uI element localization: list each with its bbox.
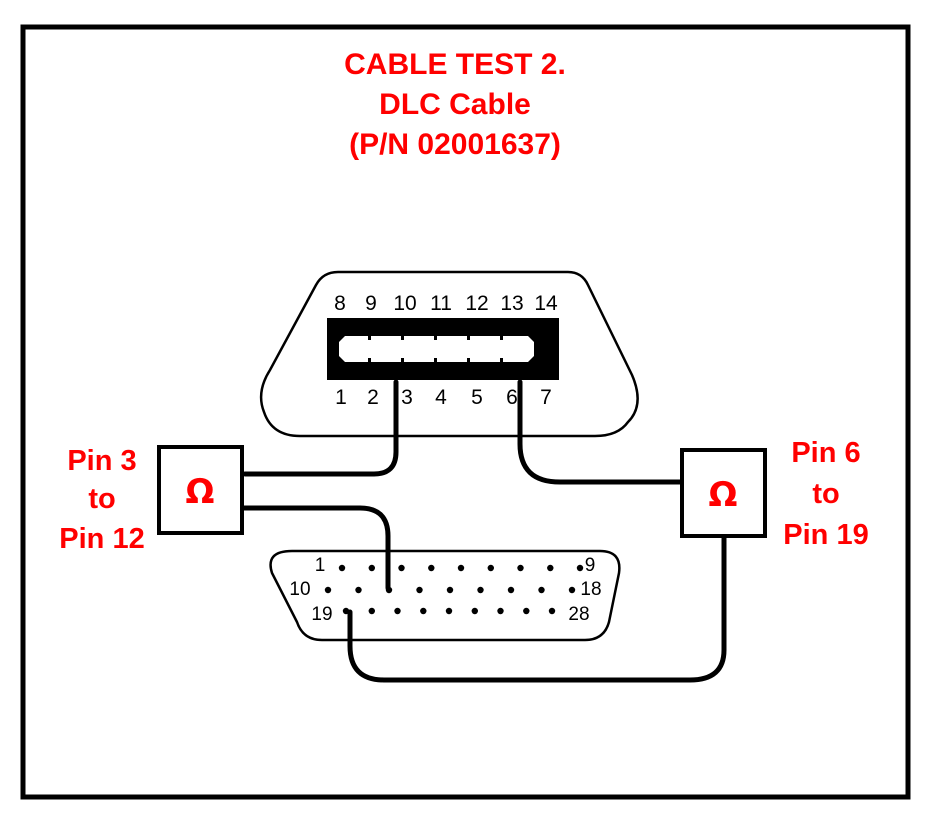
- dlc-pin-7: 7: [540, 386, 552, 409]
- db-pin-dot: [446, 586, 454, 594]
- dlc-pin-3: 3: [401, 386, 413, 409]
- db-pin-10: 10: [289, 579, 310, 600]
- left-test-label-line-1: Pin 3: [67, 445, 136, 477]
- right-test-label-line-3: Pin 19: [783, 519, 868, 551]
- ohmmeter-icon: Ω: [186, 472, 215, 512]
- wire-left-meter-to-pin12: [221, 505, 391, 591]
- db-pin-19: 19: [311, 604, 332, 625]
- db-pin-dot: [428, 564, 435, 572]
- left-test-label-line-2: to: [88, 483, 115, 515]
- dlc-pin-9: 9: [365, 292, 377, 315]
- db-pin-dot: [420, 607, 427, 615]
- db-pin-dot: [398, 564, 405, 572]
- db-pin-dot: [416, 586, 423, 594]
- dlc-connector-slot: [339, 336, 534, 362]
- db-pin-18: 18: [580, 579, 601, 600]
- dlc-pin-6: 6: [506, 386, 518, 409]
- db-pin-dot: [471, 607, 478, 615]
- db-pin-dot: [538, 586, 545, 594]
- title-line-2: DLC Cable: [379, 88, 531, 121]
- db-pin-dot: [368, 607, 375, 615]
- dlc-pin-2: 2: [367, 386, 379, 409]
- db-pin-dot: [576, 564, 584, 572]
- db-pin-28: 28: [568, 604, 589, 625]
- db-pin-dot: [487, 564, 494, 572]
- title-line-1: CABLE TEST 2.: [344, 48, 566, 81]
- db-pin-dot: [394, 607, 401, 615]
- db-pin-dot: [445, 607, 453, 615]
- wire-pin3-to-left-meter: [242, 379, 399, 477]
- db-pin-dot: [338, 564, 346, 572]
- db-pin-dot: [368, 564, 375, 572]
- db-pin-dot: [355, 586, 362, 594]
- dlc-pin-11: 11: [430, 292, 452, 315]
- db-connector-pins: [324, 564, 584, 615]
- db-pin-1: 1: [315, 555, 326, 576]
- dlc-pin-13: 13: [500, 292, 523, 315]
- dlc-pin-10: 10: [393, 292, 416, 315]
- db-pin-9: 9: [585, 555, 596, 576]
- db-pin-dot: [547, 564, 554, 572]
- wire-right-meter-to-pin19: [347, 534, 727, 683]
- title-line-3: (P/N 02001637): [349, 128, 561, 161]
- left-test-label-line-3: Pin 12: [59, 523, 144, 555]
- right-test-label-line-2: to: [812, 478, 839, 510]
- dlc-pin-14: 14: [534, 292, 558, 315]
- db-pin-dot: [517, 564, 524, 572]
- dlc-pin-8: 8: [334, 292, 346, 315]
- db-pin-dot: [497, 607, 504, 615]
- db-pin-dot: [523, 607, 530, 615]
- db-pin-dot: [324, 586, 332, 594]
- db-pin-dot: [568, 586, 576, 594]
- right-test-label-line-1: Pin 6: [791, 437, 860, 469]
- right-ohmmeter: [680, 448, 767, 538]
- ohmmeter-icon: Ω: [709, 475, 738, 515]
- db-pin-dot: [457, 564, 465, 572]
- db-pin-dot: [507, 586, 515, 594]
- dlc-slot-dividers: [368, 336, 503, 362]
- db-pin-dot: [548, 607, 556, 615]
- dlc-pin-12: 12: [465, 292, 488, 315]
- left-ohmmeter: [157, 445, 244, 535]
- wire-pin6-to-right-meter: [517, 379, 687, 485]
- db-connector-body: [269, 549, 621, 642]
- dlc-pin-1: 1: [335, 386, 347, 409]
- dlc-pin-4: 4: [435, 386, 447, 409]
- dlc-pin-5: 5: [471, 386, 483, 409]
- db-pin-dot: [477, 586, 484, 594]
